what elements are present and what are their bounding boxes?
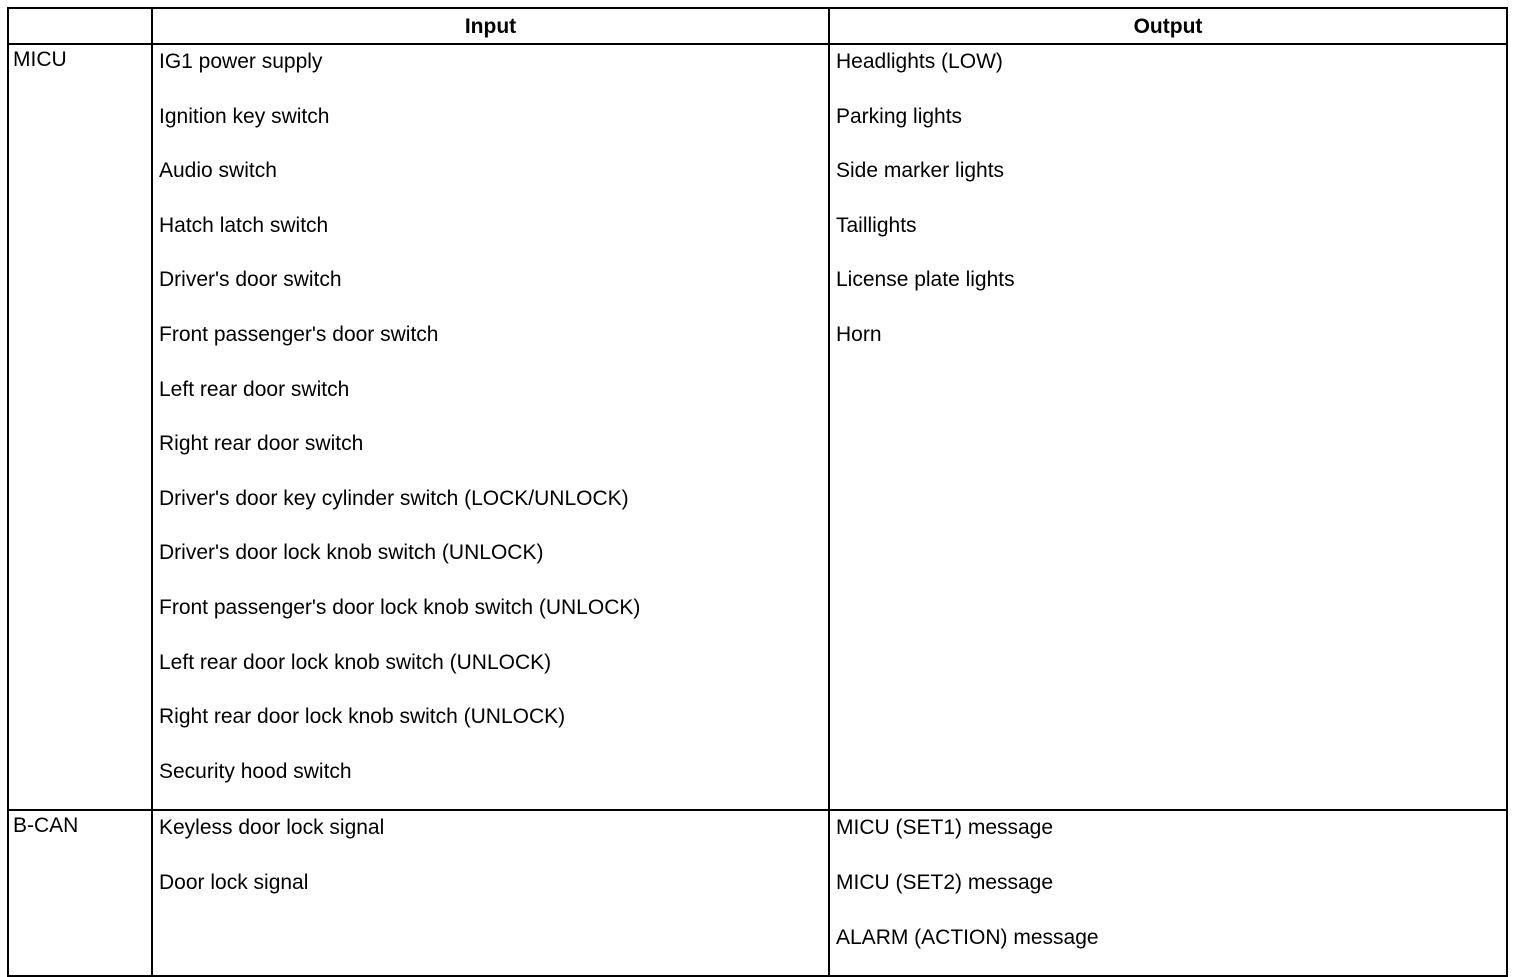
cell-bcan-inputs: Keyless door lock signal Door lock signa… bbox=[151, 809, 830, 977]
list-item: Horn bbox=[836, 322, 882, 346]
row-label-bcan: B-CAN bbox=[7, 809, 153, 977]
list-item: MICU (SET1) message bbox=[836, 816, 1054, 840]
list-item: Driver's door switch bbox=[159, 268, 342, 292]
column-header-module bbox=[7, 7, 153, 45]
table-header-row: Input Output bbox=[7, 7, 1508, 45]
column-header-output: Output bbox=[828, 7, 1508, 45]
list-item: Right rear door switch bbox=[159, 432, 364, 456]
list-item: Right rear door lock knob switch (UNLOCK… bbox=[159, 705, 566, 729]
list-item: Door lock signal bbox=[159, 870, 309, 894]
table-row-bcan: B-CAN Keyless door lock signal Door lock… bbox=[7, 809, 1508, 977]
micu-output-list: Headlights (LOW) Parking lights Side mar… bbox=[830, 45, 1506, 373]
list-item: Ignition key switch bbox=[159, 104, 330, 128]
list-item: License plate lights bbox=[836, 268, 1015, 292]
list-item: Front passenger's door switch bbox=[159, 322, 439, 346]
cell-micu-outputs: Headlights (LOW) Parking lights Side mar… bbox=[828, 42, 1508, 812]
list-item: Audio switch bbox=[159, 159, 277, 183]
list-item: Left rear door lock knob switch (UNLOCK) bbox=[159, 650, 552, 674]
micu-input-list: IG1 power supply Ignition key switch Aud… bbox=[153, 45, 828, 809]
list-item: Driver's door key cylinder switch (LOCK/… bbox=[159, 486, 629, 510]
input-output-table: Input Output MICU IG1 power supply Ignit… bbox=[7, 7, 1508, 977]
list-item: Left rear door switch bbox=[159, 377, 350, 401]
bcan-output-list: MICU (SET1) message MICU (SET2) message … bbox=[830, 811, 1506, 975]
list-item: Front passenger's door lock knob switch … bbox=[159, 595, 641, 619]
row-label-micu: MICU bbox=[7, 42, 153, 812]
table-row-micu: MICU IG1 power supply Ignition key switc… bbox=[7, 42, 1508, 812]
list-item: ALARM (ACTION) message bbox=[836, 925, 1099, 949]
list-item: Parking lights bbox=[836, 104, 963, 128]
cell-bcan-outputs: MICU (SET1) message MICU (SET2) message … bbox=[828, 809, 1508, 977]
bcan-input-list: Keyless door lock signal Door lock signa… bbox=[153, 811, 828, 920]
list-item: Security hood switch bbox=[159, 759, 352, 783]
table-sheet: Input Output MICU IG1 power supply Ignit… bbox=[7, 7, 1508, 977]
column-header-input: Input bbox=[151, 7, 830, 45]
list-item: Side marker lights bbox=[836, 159, 1005, 183]
list-item: Headlights (LOW) bbox=[836, 50, 1003, 73]
list-item: Keyless door lock signal bbox=[159, 816, 385, 840]
list-item: Hatch latch switch bbox=[159, 213, 329, 237]
cell-micu-inputs: IG1 power supply Ignition key switch Aud… bbox=[151, 42, 830, 812]
list-item: Taillights bbox=[836, 213, 917, 237]
list-item: MICU (SET2) message bbox=[836, 870, 1054, 894]
list-item: IG1 power supply bbox=[159, 50, 323, 73]
list-item: Driver's door lock knob switch (UNLOCK) bbox=[159, 541, 544, 565]
